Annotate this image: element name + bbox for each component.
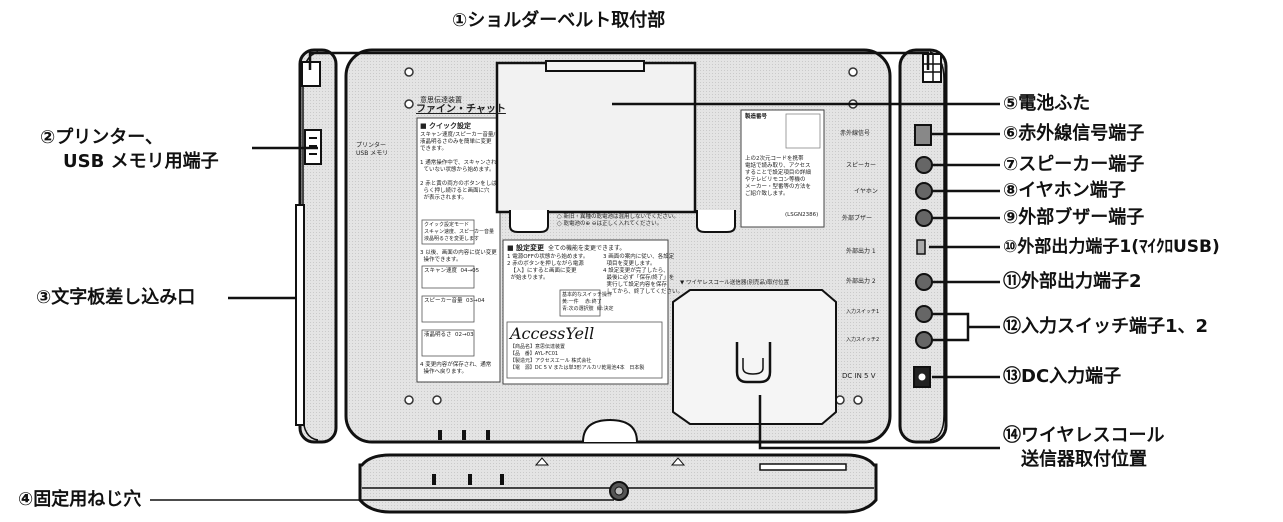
mode-box: クイック設定モード スキャン速度、スピーカー音量 液晶明るさを変更します <box>424 222 495 242</box>
callout-printer-usb-1: ②プリンター、 <box>40 127 164 148</box>
callout-shoulder-belt: ①ショルダーベルト取付部 <box>452 10 666 31</box>
callout-speaker-port: ⑦スピーカー端子 <box>1003 154 1145 175</box>
printer-label-1: プリンター <box>356 142 387 149</box>
callout-lines <box>150 51 1000 501</box>
side-label-sw2: 入力スイッチ2 <box>846 337 880 343</box>
callout-switch-ports: ⑫入力スイッチ端子1、2 <box>1003 316 1209 337</box>
brand-logo: AccessYell <box>510 324 595 343</box>
side-label-out2: 外部出力 2 <box>846 278 876 285</box>
quick-heading: ■ クイック設定 <box>420 122 472 130</box>
qr-text: 上の2次元コードを携帯 電話で読み取り、アクセス することで設定項目の詳細 やテ… <box>745 156 812 197</box>
callout-dc-input: ⑬DC入力端子 <box>1003 366 1122 387</box>
callout-buzzer-port: ⑨外部ブザー端子 <box>1003 207 1145 228</box>
battery-note: ○ 新旧・異種の乾電池は混用しないでください。 ○ 乾電池の⊕ ⊖は正しく入れて… <box>557 214 679 227</box>
quick-steps: 1 通常操作中で、スキャンされ ていない状態から始めます。 2 赤と黄の両方のボ… <box>420 160 497 201</box>
callout-card-slot: ③文字板差し込み口 <box>36 287 196 308</box>
callout-output2-port: ⑪外部出力端子2 <box>1003 271 1142 292</box>
lcd-brightness: 液晶明るさ 02→03 <box>424 332 474 338</box>
scan-speed: スキャン速度 04→05 <box>424 268 480 274</box>
callout-earphone-port: ⑧イヤホン端子 <box>1003 180 1126 201</box>
callout-wireless-1: ⑭ワイヤレスコール <box>1003 425 1165 446</box>
qr-code: (LSGN2386) <box>785 212 819 218</box>
side-label-sw1: 入力スイッチ1 <box>846 309 880 315</box>
product-lines: 【商品名】意思伝達装置 【品 番】AYL-FC01 【製造元】アクセスエール 株… <box>510 344 645 371</box>
side-label-speaker: スピーカー <box>846 162 877 169</box>
bottom-view <box>358 453 878 514</box>
left-side-view <box>295 48 338 444</box>
device-title: ファイン・チャット <box>416 104 506 115</box>
settings-text-2: 3 画面の案内に従い、各設定 項目を変更します。 4 設定変更が完了したら、 最… <box>603 254 684 295</box>
settings-sub: 全ての機能を変更できます。 <box>548 245 626 252</box>
speaker-volume: スピーカー音量 03→04 <box>424 298 485 304</box>
side-label-ir: 赤外線信号 <box>840 130 871 137</box>
side-label-dc: DC IN 5 V <box>842 372 876 380</box>
qr-title: 製造番号 <box>745 114 768 120</box>
wireless-label: ▼ ワイヤレスコール送信器(別売品)取付位置 <box>680 280 790 286</box>
right-side-view <box>898 48 948 444</box>
device-subtitle: 意思伝達装置 <box>420 96 462 104</box>
quick-text: スキャン速度/スピーカー音量/ 液晶明るさのみを簡単に変更 できます。 <box>420 132 496 152</box>
back-panel <box>344 48 892 444</box>
callout-wireless-2: 送信器取付位置 <box>1021 449 1147 470</box>
side-label-out1: 外部出力 1 <box>846 248 876 255</box>
callout-screw-hole: ④固定用ねじ穴 <box>18 489 142 510</box>
settings-text: 1 電源OFFの状態から始めます。 2 赤のボタンを押しながら電源 【入】にする… <box>507 254 589 281</box>
switch-ops: 基本的なスイッチ操作 黄:一件 赤:終了 青:次の選択肢 緑:決定 <box>562 292 614 312</box>
step3: 3 以後、画面の内容に従い変更 操作できます。 <box>420 250 497 263</box>
callout-battery-cover: ⑤電池ふた <box>1003 93 1091 114</box>
printer-label-2: USB メモリ <box>356 150 389 157</box>
callout-printer-usb-2: USB メモリ用端子 <box>63 151 219 172</box>
side-label-buzzer: 外部ブザー <box>842 215 873 222</box>
settings-heading: ■ 設定変更 <box>507 244 545 252</box>
step4: 4 変更内容が保存され、通常 操作へ戻ります。 <box>420 362 492 375</box>
callout-ir-port: ⑥赤外線信号端子 <box>1003 123 1145 144</box>
side-label-earphone: イヤホン <box>854 188 878 195</box>
callout-output1-port: ⑩外部出力端子1(ﾏｲｸﾛUSB) <box>1003 237 1220 257</box>
